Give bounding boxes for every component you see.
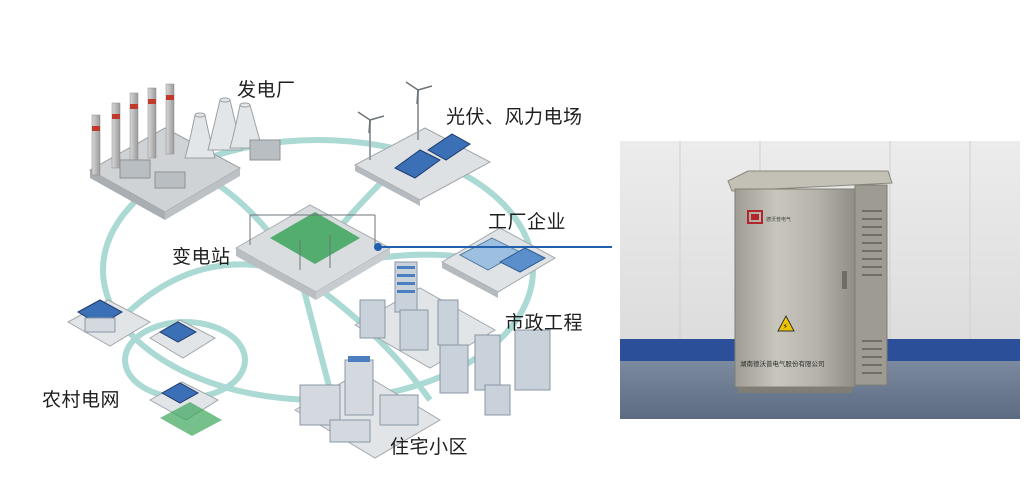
pv-wind-farm: [353, 81, 492, 206]
municipal-buildings: [353, 261, 551, 416]
connector-line: [374, 243, 612, 251]
warning-sign: [777, 314, 795, 332]
label-pv-wind-farm: 光伏、风力电场: [446, 106, 583, 128]
label-rural-grid: 农村电网: [42, 389, 121, 411]
label-substation: 变电站: [172, 246, 231, 268]
rural-grid: [66, 299, 222, 436]
substation: [234, 204, 392, 300]
cabinet-illustration: 德沃普电气 ⚡ 湖南德沃普电气股份有限公司: [620, 141, 1020, 419]
cabinet-photo: 德沃普电气 ⚡ 湖南德沃普电气股份有限公司: [620, 141, 1020, 419]
residential-buildings: [294, 356, 441, 459]
cabinet-logo-text: 德沃普电气: [766, 216, 791, 223]
power-plant: [88, 83, 281, 220]
cabinet-company-plate: 湖南德沃普电气股份有限公司: [740, 359, 825, 368]
company-logo: [747, 210, 763, 224]
label-factory: 工厂企业: [488, 211, 567, 233]
label-residential: 住宅小区: [390, 436, 469, 458]
label-power-plant: 发电厂: [237, 79, 296, 101]
factory-enterprise: [440, 227, 557, 298]
label-municipal: 市政工程: [505, 312, 584, 334]
svg-text:⚡: ⚡: [783, 322, 789, 331]
